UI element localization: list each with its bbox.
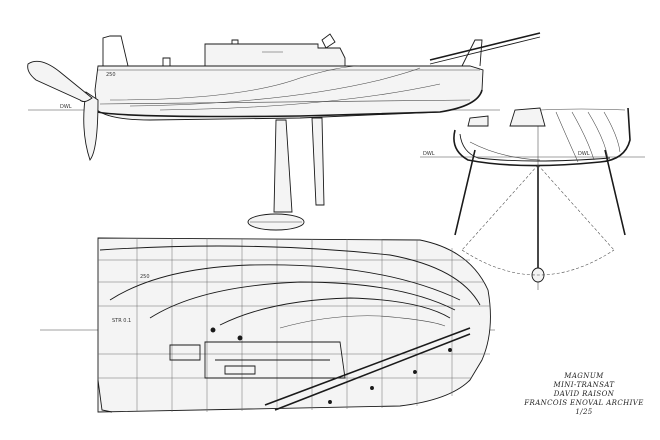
profile-buttock-line	[129, 67, 421, 107]
profile-hatch	[231, 39, 239, 45]
section-station	[571, 111, 595, 161]
plan-waterline	[99, 245, 481, 306]
profile-mast-base	[321, 33, 336, 49]
profile-view: DWL 250	[27, 32, 541, 231]
title-block: MAGNUM MINI-TRANSAT DAVID RAISON FRANCOI…	[520, 372, 648, 417]
plan-stanchion	[370, 386, 374, 390]
label-plan-buttock: 250	[140, 274, 150, 280]
profile-bowsprit-lower	[429, 36, 541, 65]
label-dwl-section: DWL	[578, 151, 590, 157]
profile-waterline-curve	[99, 99, 471, 105]
title-designer: DAVID RAISON	[553, 390, 615, 398]
plan-waterline	[279, 315, 446, 329]
daggerboard	[311, 117, 325, 206]
profile-bowsprit	[429, 32, 541, 61]
plan-stanchion	[448, 348, 452, 352]
section-daggerboard-left	[454, 149, 476, 236]
profile-coachroof	[204, 43, 346, 67]
profile-buttock-line	[109, 65, 361, 101]
body-plan-view: DWL DWL	[420, 107, 645, 290]
plan-waterline	[109, 264, 461, 301]
section-outer-hull	[453, 107, 631, 167]
profile-keel-line	[96, 89, 483, 118]
section-cant-limit-right	[537, 164, 615, 251]
rudder-blade	[83, 91, 99, 161]
section-coachroof	[509, 107, 546, 127]
plan-view: 250 STR 0.1	[40, 237, 495, 413]
section-station	[555, 111, 579, 163]
section-station	[469, 141, 541, 161]
profile-buttock-line	[159, 83, 441, 111]
plan-stanchion	[413, 370, 417, 374]
profile-bow-pulpit	[461, 39, 483, 67]
plan-station-grid	[98, 238, 490, 412]
section-station	[587, 111, 609, 159]
label-sheer-mark: 250	[106, 72, 116, 78]
profile-stern-pulpit	[102, 35, 129, 67]
label-dwl-stern: DWL	[423, 151, 435, 157]
keel-fin	[273, 119, 293, 213]
plan-winch	[210, 327, 216, 333]
plan-toe-rail	[264, 327, 471, 406]
label-dwl-profile: DWL	[60, 104, 72, 110]
section-station	[539, 108, 626, 111]
outboard-motor	[27, 60, 93, 103]
section-cant-limit-left	[461, 164, 539, 251]
title-design-name: MAGNUM	[564, 372, 604, 380]
title-scale: 1/25	[575, 408, 593, 416]
plan-bowsprit	[274, 333, 471, 411]
plan-waterline	[149, 281, 456, 319]
plan-cockpit	[169, 344, 201, 361]
section-inner-hull	[459, 133, 611, 162]
plan-stanchion	[328, 400, 332, 404]
plan-winch	[237, 335, 243, 341]
title-class: MINI-TRANSAT	[553, 381, 615, 389]
section-station	[603, 111, 621, 153]
section-daggerboard-right	[604, 149, 626, 236]
plan-hatch	[224, 365, 256, 375]
plan-waterline	[219, 297, 451, 326]
profile-winch	[162, 57, 171, 67]
section-cant-arc	[461, 249, 615, 276]
plan-cabin-outline	[204, 341, 346, 379]
section-deck-outline	[467, 115, 489, 127]
plan-hull-outline	[97, 237, 491, 413]
label-plan-station: STR 0.1	[112, 318, 131, 324]
plan-stern-pulpit	[97, 379, 113, 413]
title-credit: FRANCOIS ENOVAL ARCHIVE	[524, 399, 644, 407]
